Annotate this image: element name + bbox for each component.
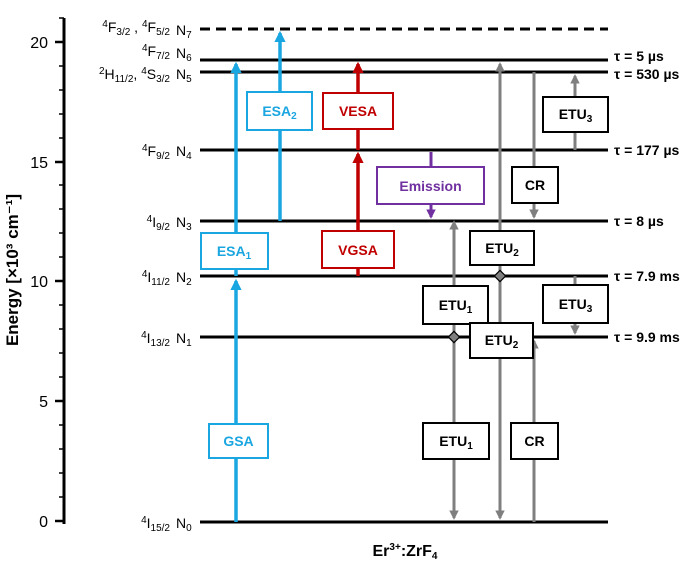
etu3-lower-label-box: ETU3 <box>542 284 609 324</box>
term-n6: 4F7/2 <box>142 43 170 62</box>
lifetime-n4: τ = 177 µs <box>614 142 680 158</box>
vesa-label-box: VESA <box>322 92 394 130</box>
y-axis-label: Energy [×10³ cm⁻¹] <box>3 194 22 346</box>
term-n3: 4I9/2 <box>147 214 171 233</box>
gsa-label-box: GSA <box>208 423 269 459</box>
material-label: Er3+:ZrF4 <box>373 542 438 562</box>
y-axis-ticks <box>55 17 64 523</box>
level-n0-label: N0 <box>176 515 192 534</box>
term-n1: 4I13/2 <box>141 330 170 349</box>
lifetime-n2: τ = 7.9 ms <box>614 268 680 284</box>
etu1-lower-label: ETU1 <box>439 433 473 452</box>
etu2-upper-label-box: ETU2 <box>469 230 535 266</box>
lifetime-n5: τ = 530 µs <box>614 66 680 82</box>
etu1-upper-label-box: ETU1 <box>422 285 489 325</box>
level-n6-label: N6 <box>176 45 192 64</box>
cr-upper-label-box: CR <box>511 166 559 204</box>
etu3-lower-label: ETU3 <box>559 296 593 315</box>
energy-levels <box>200 27 608 524</box>
level-n5-label: N5 <box>176 66 192 85</box>
etu3-upper-label-box: ETU3 <box>542 96 609 133</box>
cr-lower-label-box: CR <box>510 422 559 460</box>
vesa-label: VESA <box>339 103 377 119</box>
term-n7: 4F3/2 , 4F5/2 <box>102 19 170 38</box>
level-n2-label: N2 <box>176 269 192 288</box>
esa1-label: ESA1 <box>217 243 252 262</box>
term-n0: 4I15/2 <box>141 515 170 534</box>
lifetime-n6: τ = 5 µs <box>614 48 664 64</box>
cr-lower-label: CR <box>524 433 544 449</box>
lifetime-n3: τ = 8 µs <box>614 213 664 229</box>
vgsa-label: VGSA <box>338 242 378 258</box>
level-n7-label: N7 <box>176 22 192 41</box>
tick-label-10: 10 <box>30 274 48 291</box>
tick-label-20: 20 <box>30 35 48 52</box>
esa1-label-box: ESA1 <box>200 232 269 270</box>
level-n4-label: N4 <box>176 143 192 162</box>
esa2-label-box: ESA2 <box>246 91 313 131</box>
tick-label-0: 0 <box>39 514 48 531</box>
etu2-lower-label: ETU2 <box>485 332 519 351</box>
vgsa-label-box: VGSA <box>321 230 395 269</box>
lifetime-n1: τ = 9.9 ms <box>614 329 680 345</box>
level-n3-label: N3 <box>176 214 192 233</box>
term-n4: 4F9/2 <box>142 143 170 162</box>
gsa-label: GSA <box>223 433 253 449</box>
etu1-crossing-marker <box>447 330 461 344</box>
tick-label-15: 15 <box>30 155 48 172</box>
emission-label-box: Emission <box>376 166 485 205</box>
etu2-crossing-marker <box>493 269 507 283</box>
etu3-upper-label: ETU3 <box>559 106 593 125</box>
etu2-lower-label-box: ETU2 <box>469 322 534 359</box>
emission-label: Emission <box>399 178 461 194</box>
cr-upper-label: CR <box>525 177 545 193</box>
etu2-upper-label: ETU2 <box>485 240 519 259</box>
etu1-lower-label-box: ETU1 <box>422 422 490 460</box>
tick-label-5: 5 <box>39 394 48 411</box>
level-n1-label: N1 <box>176 330 192 349</box>
etu1-upper-label: ETU1 <box>439 297 473 316</box>
term-n2: 4I11/2 <box>142 269 171 288</box>
term-n5: 2H11/2, 4S3/2 <box>99 66 170 85</box>
esa2-label: ESA2 <box>262 103 297 122</box>
